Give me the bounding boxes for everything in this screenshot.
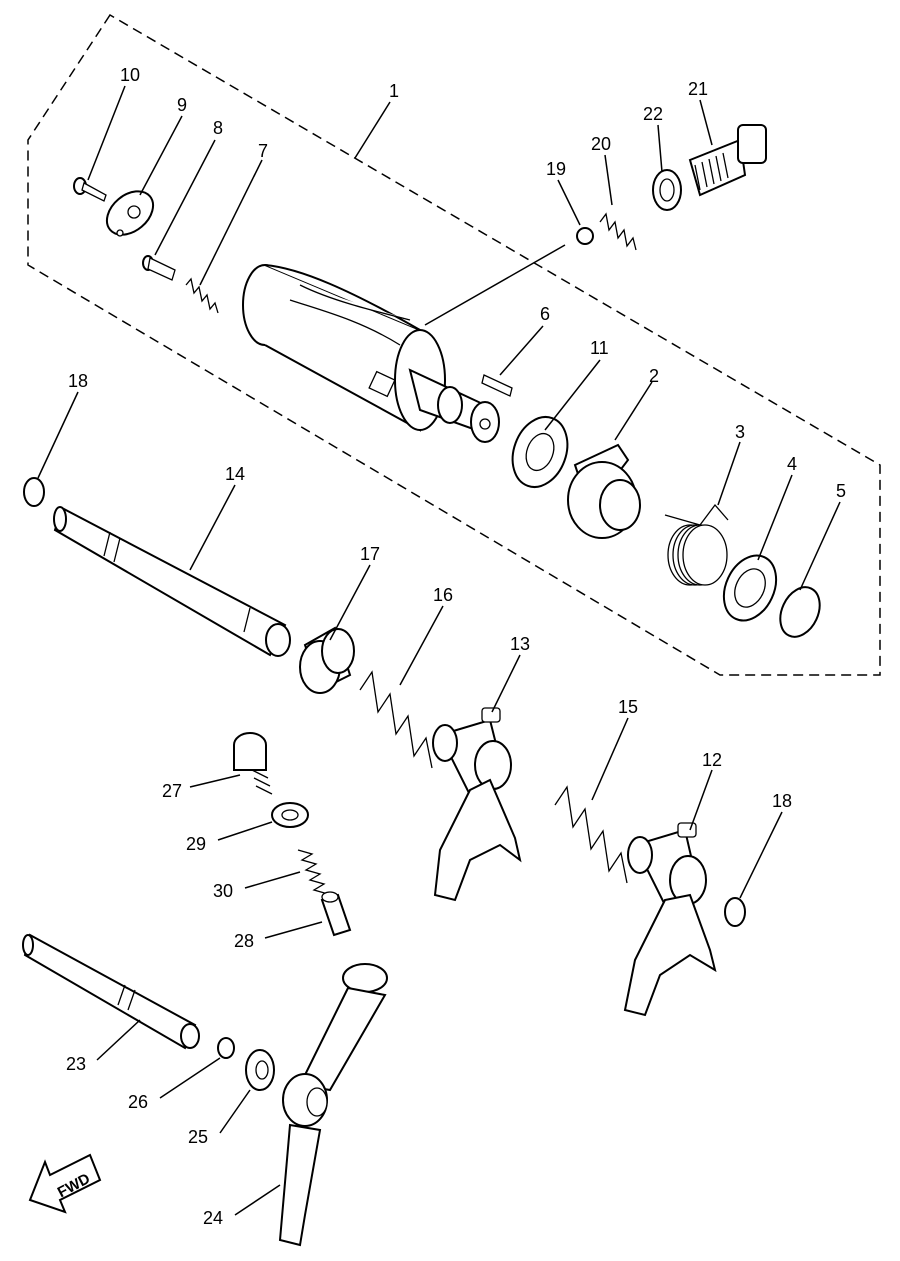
callout-30: 30 (213, 881, 233, 901)
part-23-shaft (22, 933, 200, 1050)
part-18-circlip (23, 477, 45, 507)
callout-6: 6 (540, 304, 550, 324)
part-15-spring (554, 785, 628, 884)
part-18-circlip-right (724, 897, 746, 927)
callout-9: 9 (177, 95, 187, 115)
callout-25: 25 (188, 1127, 208, 1147)
callout-3: 3 (735, 422, 745, 442)
callout-4: 4 (787, 454, 797, 474)
part-16-spring (359, 670, 433, 769)
callout-23: 23 (66, 1054, 86, 1074)
assembly-boundary (27, 13, 881, 676)
leader-lines (37, 85, 841, 1216)
part-4-washer (722, 554, 778, 622)
callout-21: 21 (688, 79, 708, 99)
part-29-washer (271, 802, 309, 828)
part-1-shift-drum (242, 264, 500, 443)
part-5-circlip (779, 586, 821, 638)
part-22-washer (652, 169, 682, 211)
part-13-shift-fork (432, 707, 522, 902)
part-27-bolt (233, 732, 273, 795)
part-2-collar (567, 443, 641, 539)
callout-16: 16 (433, 585, 453, 605)
callout-26: 26 (128, 1092, 148, 1112)
callout-29: 29 (186, 834, 206, 854)
callout-17: 17 (360, 544, 380, 564)
part-24-shift-fork (278, 963, 388, 1247)
part-11-washer (511, 416, 569, 488)
part-19-ball (576, 227, 594, 245)
part-17-bushing (299, 626, 355, 694)
part-8-pin (142, 255, 176, 281)
part-20-spring (599, 212, 637, 251)
part-21-bolt (688, 124, 767, 197)
callout-2: 2 (649, 366, 659, 386)
callout-7: 7 (258, 141, 268, 161)
callout-10: 10 (120, 65, 140, 85)
callout-27: 27 (162, 781, 182, 801)
part-12-shift-fork (623, 822, 717, 1017)
callout-15: 15 (618, 697, 638, 717)
callout-19: 19 (546, 159, 566, 179)
callout-12: 12 (702, 750, 722, 770)
part-26-circlip (217, 1037, 235, 1059)
part-6-pin (481, 374, 513, 397)
callout-24: 24 (203, 1208, 223, 1228)
part-28-pin (320, 891, 352, 937)
part-7-spring (185, 277, 219, 314)
callout-11: 11 (590, 338, 609, 358)
part-10-screw (73, 177, 107, 202)
callout-14: 14 (225, 464, 245, 484)
callout-5: 5 (836, 481, 846, 501)
part-3-torsion-spring (664, 503, 729, 586)
callout-22: 22 (643, 104, 663, 124)
part-14-shaft (53, 506, 291, 657)
part-30-spring (297, 849, 329, 895)
callout-18-right: 18 (772, 791, 792, 811)
callout-18-top: 18 (68, 371, 88, 391)
callout-13: 13 (510, 634, 530, 654)
callout-28: 28 (234, 931, 254, 951)
fwd-arrow-icon: FWD (28, 1153, 102, 1214)
callout-1: 1 (389, 81, 399, 101)
callout-8: 8 (213, 118, 223, 138)
part-9-plate (105, 190, 155, 237)
part-25-washer (245, 1049, 275, 1091)
callout-20: 20 (591, 134, 611, 154)
